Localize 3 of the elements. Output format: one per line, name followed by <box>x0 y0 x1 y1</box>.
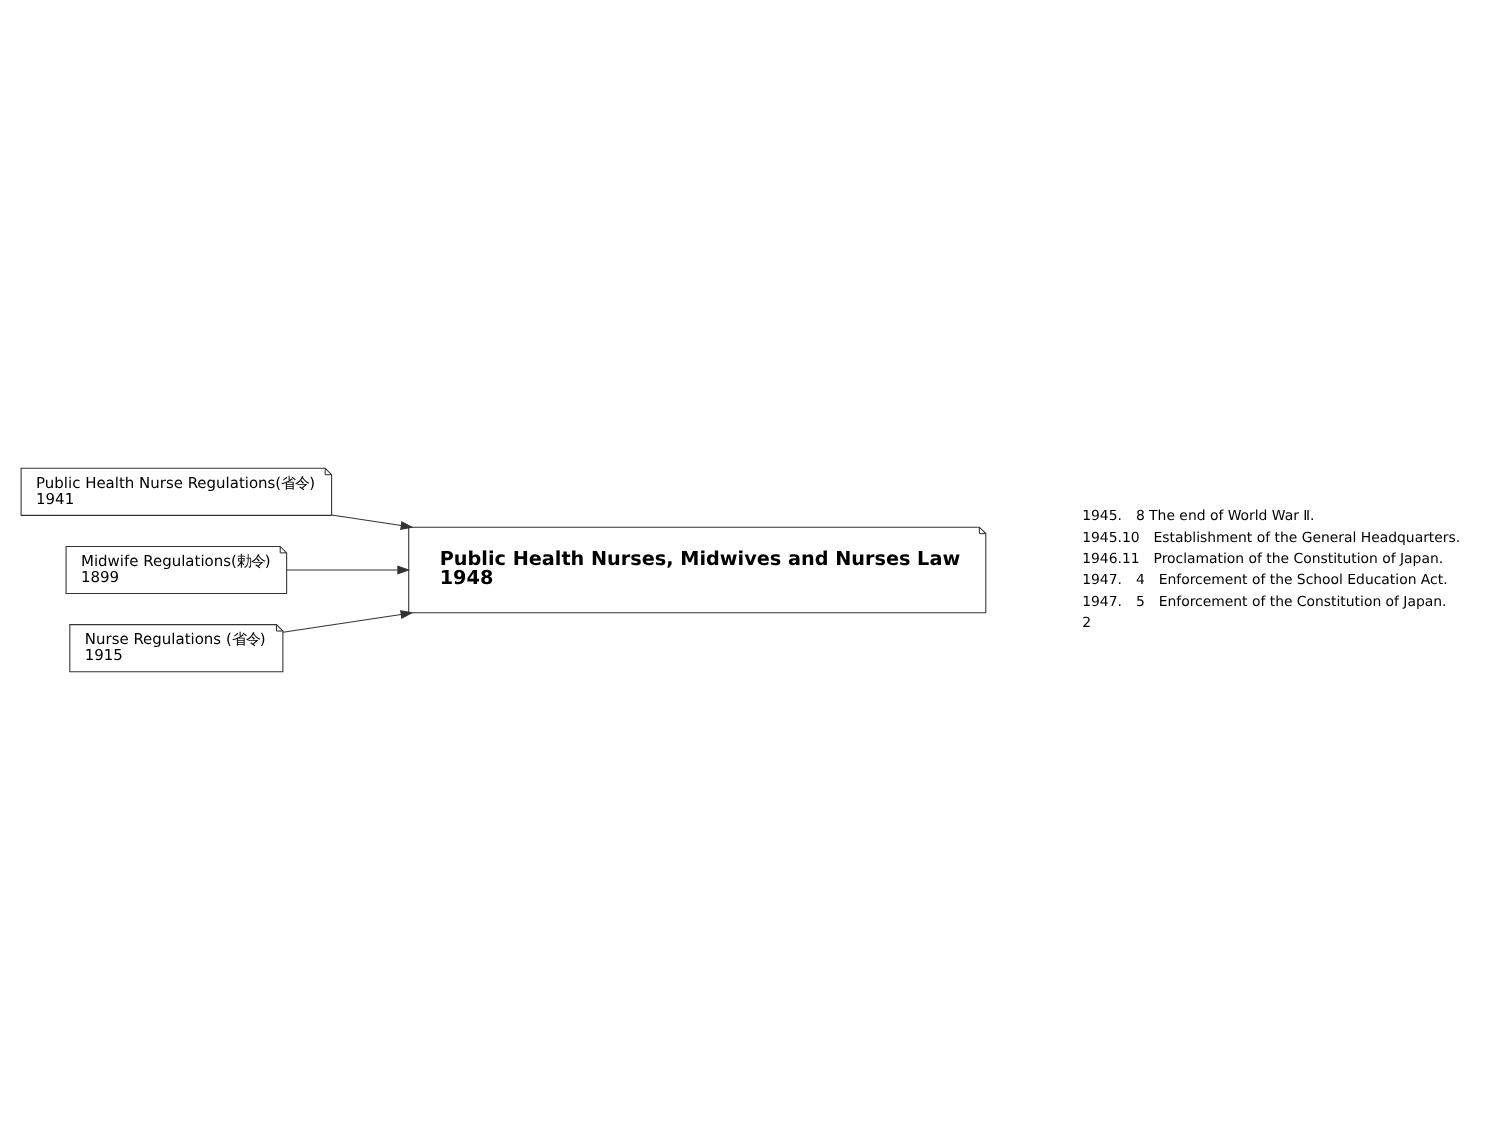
arrow <box>282 610 414 633</box>
arrow <box>286 565 411 575</box>
arrow <box>331 514 414 530</box>
